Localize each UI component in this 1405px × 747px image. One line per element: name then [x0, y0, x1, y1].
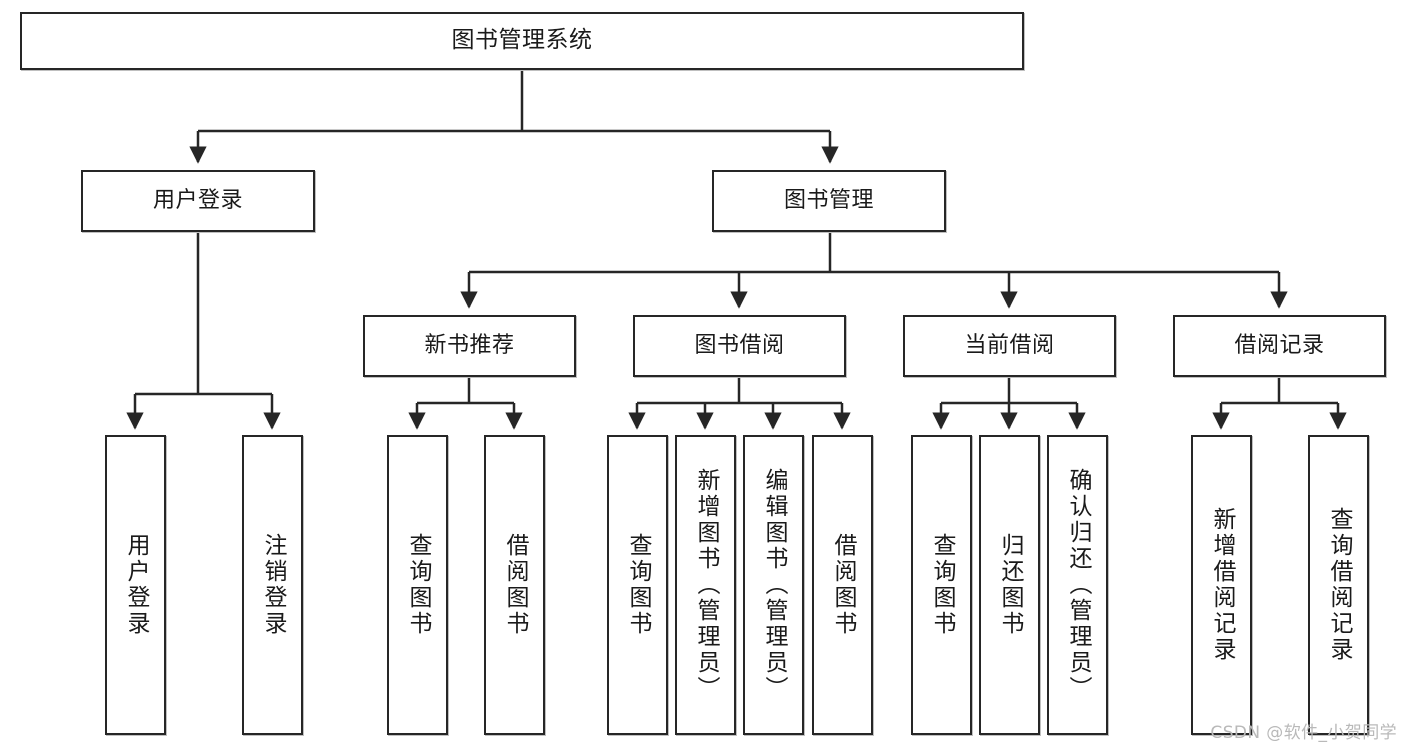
node-book-borrow-label: 图书借阅	[694, 333, 785, 359]
node-leaf-return-book-label: 归还图书	[997, 533, 1023, 637]
node-leaf-add-book-label: 新增图书（管理员）	[693, 468, 719, 702]
node-leaf-add-record[interactable]: 新增借阅记录	[1191, 435, 1252, 735]
node-user-login[interactable]: 用户登录	[81, 170, 315, 232]
node-book-manage-label: 图书管理	[783, 188, 874, 214]
node-leaf-query-book-2-label: 查询图书	[625, 533, 651, 637]
node-leaf-borrow-book-2-label: 借阅图书	[830, 533, 856, 637]
node-borrow-record[interactable]: 借阅记录	[1173, 315, 1386, 377]
node-leaf-query-book-3[interactable]: 查询图书	[911, 435, 972, 735]
node-current-borrow-label: 当前借阅	[964, 333, 1055, 359]
node-leaf-query-record-label: 查询借阅记录	[1326, 507, 1352, 663]
node-current-borrow[interactable]: 当前借阅	[903, 315, 1116, 377]
node-leaf-edit-book-label: 编辑图书（管理员）	[761, 468, 787, 702]
node-leaf-borrow-book-2[interactable]: 借阅图书	[812, 435, 873, 735]
node-leaf-add-record-label: 新增借阅记录	[1209, 507, 1235, 663]
node-borrow-record-label: 借阅记录	[1234, 333, 1325, 359]
node-root[interactable]: 图书管理系统	[20, 12, 1024, 70]
watermark-text: CSDN @软件_小贺同学	[1210, 723, 1397, 743]
node-leaf-borrow-book-1-label: 借阅图书	[502, 533, 528, 637]
node-leaf-user-login[interactable]: 用户登录	[105, 435, 166, 735]
node-leaf-query-book-1-label: 查询图书	[405, 533, 431, 637]
node-leaf-user-login-label: 用户登录	[123, 533, 149, 637]
node-leaf-confirm-return-label: 确认归还（管理员）	[1065, 468, 1091, 702]
node-root-label: 图书管理系统	[451, 27, 593, 54]
node-book-borrow[interactable]: 图书借阅	[633, 315, 846, 377]
node-leaf-add-book[interactable]: 新增图书（管理员）	[675, 435, 736, 735]
node-leaf-borrow-book-1[interactable]: 借阅图书	[484, 435, 545, 735]
node-leaf-confirm-return[interactable]: 确认归还（管理员）	[1047, 435, 1108, 735]
node-leaf-query-record[interactable]: 查询借阅记录	[1308, 435, 1369, 735]
node-new-book-rec-label: 新书推荐	[424, 333, 515, 359]
node-leaf-logout[interactable]: 注销登录	[242, 435, 303, 735]
node-leaf-query-book-3-label: 查询图书	[929, 533, 955, 637]
node-leaf-return-book[interactable]: 归还图书	[979, 435, 1040, 735]
node-new-book-rec[interactable]: 新书推荐	[363, 315, 576, 377]
node-leaf-logout-label: 注销登录	[260, 533, 286, 637]
node-leaf-query-book-2[interactable]: 查询图书	[607, 435, 668, 735]
node-leaf-query-book-1[interactable]: 查询图书	[387, 435, 448, 735]
node-leaf-edit-book[interactable]: 编辑图书（管理员）	[743, 435, 804, 735]
node-book-manage[interactable]: 图书管理	[712, 170, 946, 232]
node-user-login-label: 用户登录	[152, 188, 243, 214]
